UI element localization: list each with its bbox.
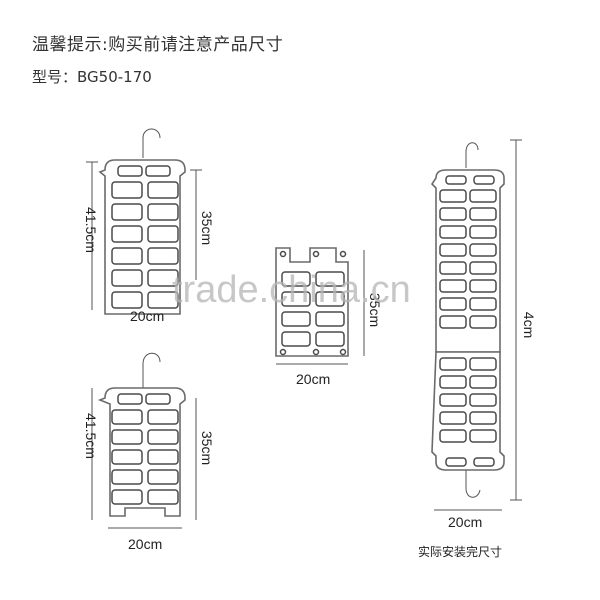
installed-size-caption: 实际安装完尺寸: [418, 544, 502, 559]
height-label: 41.5cm: [83, 207, 99, 253]
hook-icon: [142, 352, 161, 388]
slot: [111, 181, 143, 199]
slot: [147, 429, 179, 445]
slot: [147, 225, 179, 243]
inner-height-label: 35cm: [199, 431, 215, 465]
watermark: trade.china.cn: [172, 269, 411, 311]
slot: [147, 247, 179, 265]
inner-height-label: 35cm: [199, 211, 215, 245]
slot: [439, 375, 467, 389]
slot: [111, 429, 143, 445]
slot: [111, 247, 143, 265]
width-label: 20cm: [130, 308, 164, 324]
slot: [111, 291, 143, 309]
slot: [469, 357, 497, 371]
slot: [147, 203, 179, 221]
height-label: 41.5cm: [83, 413, 99, 459]
slot: [281, 331, 311, 347]
slot: [281, 271, 311, 287]
slot: [117, 165, 143, 177]
inner-height-label: 35cm: [367, 293, 383, 327]
slot: [439, 261, 467, 275]
slot: [445, 175, 467, 185]
hanger-right: 4cm 20cm 实际安装完尺寸: [418, 139, 537, 559]
slot: [315, 331, 345, 347]
hanger-top-left: 41.5cm 35cm 20cm: [83, 128, 215, 324]
slot: [439, 279, 467, 293]
slot: [147, 449, 179, 465]
slot: [147, 489, 179, 505]
slot: [439, 225, 467, 239]
hook-icon: [142, 128, 161, 158]
slot: [473, 175, 495, 185]
width-label: 20cm: [296, 371, 330, 387]
slot: [145, 165, 171, 177]
slot: [111, 409, 143, 425]
notice-title: 温馨提示:购买前请注意产品尺寸: [32, 35, 284, 55]
slot: [315, 311, 345, 327]
hook-icon: [465, 470, 481, 498]
slot: [147, 269, 179, 287]
slot: [439, 357, 467, 371]
hanger-middle: 35cm 20cm: [275, 247, 383, 387]
slot: [111, 449, 143, 465]
slot: [147, 469, 179, 485]
slot: [469, 297, 497, 311]
width-label: 20cm: [448, 514, 482, 530]
height-label: 4cm: [521, 312, 537, 338]
slot: [111, 203, 143, 221]
slot: [145, 393, 171, 405]
slot: [445, 457, 467, 467]
slot: [147, 409, 179, 425]
slot: [439, 189, 467, 203]
slot: [469, 315, 497, 329]
slot: [469, 393, 497, 407]
slot: [147, 181, 179, 199]
slot: [315, 291, 345, 307]
slot: [117, 393, 143, 405]
slot: [147, 291, 179, 309]
slot: [469, 225, 497, 239]
slot: [111, 269, 143, 287]
slot: [439, 297, 467, 311]
slot: [111, 469, 143, 485]
slot: [439, 315, 467, 329]
slot: [469, 243, 497, 257]
slot: [439, 207, 467, 221]
slot: [439, 429, 467, 443]
slot: [469, 375, 497, 389]
slot: [469, 279, 497, 293]
hanger-bottom-left: 41.5cm 35cm 20cm: [83, 352, 215, 552]
slot: [315, 271, 345, 287]
slot: [281, 311, 311, 327]
slot: [439, 243, 467, 257]
slot: [469, 261, 497, 275]
model-number: 型号：BG50-170: [32, 68, 152, 86]
width-label: 20cm: [128, 536, 162, 552]
slot: [469, 189, 497, 203]
slot: [469, 429, 497, 443]
slot: [111, 225, 143, 243]
slot: [111, 489, 143, 505]
slot: [473, 457, 495, 467]
slot: [469, 207, 497, 221]
slot: [281, 291, 311, 307]
slot: [439, 411, 467, 425]
slot: [469, 411, 497, 425]
hook-icon: [465, 142, 479, 168]
slot: [439, 393, 467, 407]
